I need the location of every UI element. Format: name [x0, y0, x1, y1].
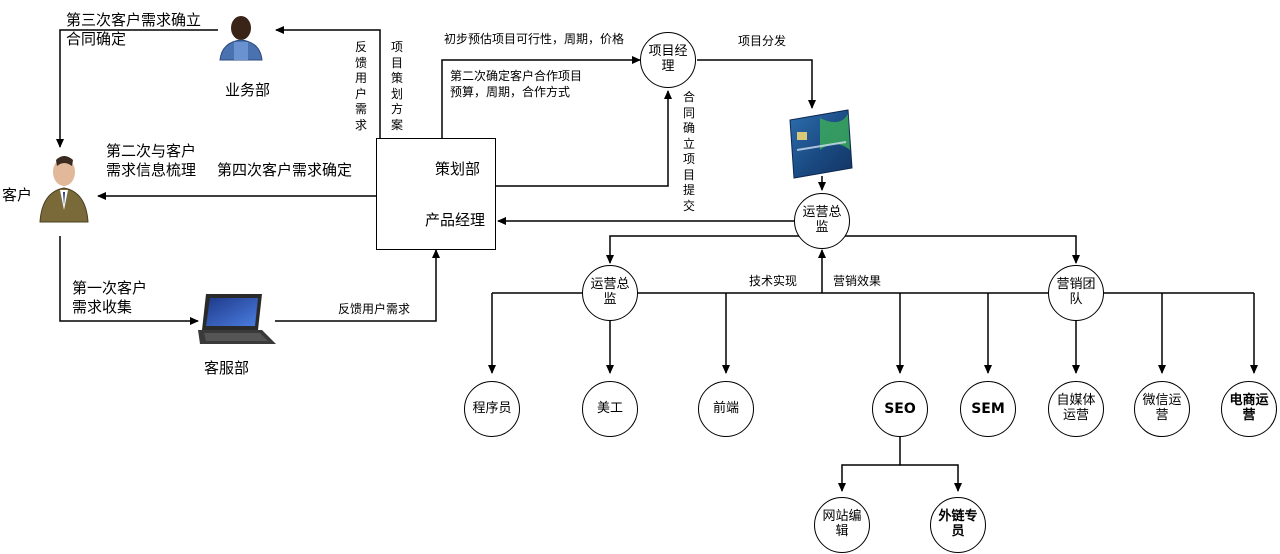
second-confirm-label-1: 第二次确定客户合作项目	[450, 69, 583, 83]
edge-customer-to-service	[59, 236, 199, 325]
business-dept-label: 业务部	[225, 81, 271, 99]
edge-planning-to-business	[275, 26, 381, 138]
worker-icon	[219, 16, 263, 61]
marketing-team-node: 营销团队	[1048, 265, 1104, 321]
sem-node: SEM	[960, 381, 1016, 437]
edge-seo-to-outreach	[900, 464, 962, 492]
fourth-confirm-label: 第四次客户需求确定	[217, 161, 353, 179]
feedback-service-label: 反馈用户需求	[338, 302, 411, 316]
second-sort-label-2: 需求信息梳理	[106, 161, 197, 179]
tech-impl-label: 技术实现	[749, 274, 798, 288]
edge-ops-to-marketing	[822, 235, 1080, 264]
credit-card-icon	[789, 109, 853, 179]
edge-ops-to-mid-ops	[606, 235, 822, 264]
third-confirm-label-1: 第三次客户需求确立	[66, 11, 202, 29]
customer-label: 客户	[2, 186, 33, 204]
marketing-effect-label: 营销效果	[833, 274, 882, 288]
seo-node: SEO	[872, 381, 928, 437]
product-manager-label: 产品经理	[425, 211, 486, 229]
initial-estimate-label: 初步预估项目可行性，周期，价格	[444, 32, 625, 46]
edge-service-to-planning	[275, 249, 440, 322]
edge-pm-to-card	[697, 59, 816, 109]
feedback-vertical-label: 反馈用户需求	[354, 40, 367, 132]
first-collect-label-2: 需求收集	[72, 298, 133, 316]
programmer-node: 程序员	[464, 381, 520, 437]
edge-planning-to-pm-contract	[496, 90, 672, 187]
ops-director-top-node: 运营总监	[794, 193, 850, 249]
project-manager-node: 项目经理	[640, 32, 696, 88]
self-media-node: 自媒体运营	[1048, 381, 1104, 437]
ops-director-mid-node: 运营总监	[582, 265, 638, 321]
second-sort-label-1: 第二次与客户	[106, 142, 197, 160]
wechat-ops-node: 微信运营	[1134, 381, 1190, 437]
edge-planning-to-pm	[441, 56, 641, 138]
outreach-node: 外链专员	[930, 497, 986, 553]
third-confirm-label-2: 合同确定	[66, 30, 127, 48]
site-editor-node: 网站编辑	[814, 497, 870, 553]
artist-node: 美工	[582, 381, 638, 437]
edge-business-to-customer	[56, 29, 218, 148]
project-plan-vertical-label: 项目策划方案	[390, 40, 403, 132]
edge-seo-to-editor	[838, 437, 901, 492]
businessman-icon	[39, 156, 89, 223]
contract-vertical-label: 合同确立项目提交	[682, 90, 695, 213]
ecommerce-ops-node: 电商运营	[1221, 381, 1277, 437]
laptop-icon	[198, 294, 276, 344]
frontend-node: 前端	[698, 381, 754, 437]
planning-dept-label: 策划部	[435, 160, 481, 178]
planning-box: 策划部 产品经理	[376, 138, 496, 250]
project-dispatch-label: 项目分发	[738, 34, 787, 48]
service-dept-label: 客服部	[204, 359, 250, 377]
first-collect-label-1: 第一次客户	[72, 279, 148, 297]
second-confirm-label-2: 预算，周期，合作方式	[450, 85, 571, 99]
